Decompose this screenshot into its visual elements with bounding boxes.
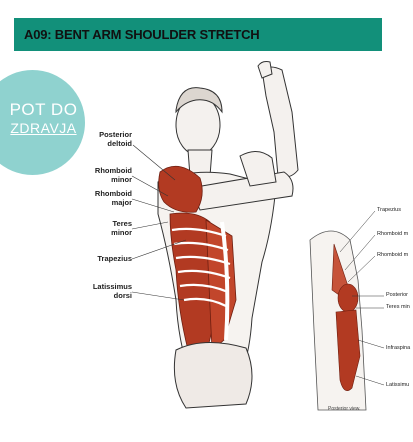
inset-label-rhomboid-minor: Rhomboid m — [377, 231, 409, 237]
inset-label-infraspinatus: Infraspina — [386, 345, 411, 351]
pelvis — [173, 341, 253, 409]
inset-illustration — [309, 210, 385, 411]
logo-badge: POT DO ZDRAVJA — [0, 70, 85, 175]
label-teres-minor: Teres minor — [111, 219, 132, 237]
crossed-arm — [189, 151, 294, 211]
leader-lines — [131, 144, 187, 301]
logo-text-line1: POT DO — [9, 100, 78, 119]
inset-label-posterior: Posterior — [386, 292, 409, 298]
label-posterior-deltoid: Posterior deltoid — [99, 130, 132, 148]
label-rhomboid-major: Rhomboid major — [94, 189, 132, 207]
inset-label-teres-minor: Teres min — [386, 304, 410, 310]
spine — [220, 221, 230, 341]
inset-label-trapezius: Trapezius — [377, 207, 401, 213]
title-banner: A09: BENT ARM SHOULDER STRETCH — [14, 18, 382, 51]
banner-title: A09: BENT ARM SHOULDER STRETCH — [24, 27, 260, 42]
logo-text-line2: ZDRAVJA — [10, 120, 77, 136]
inset-label-latissimus: Latissimu — [386, 382, 410, 388]
inset-caption: Posterior view. — [328, 406, 361, 412]
head — [175, 87, 223, 177]
label-latissimus-dorsi: Latissimus dorsi — [92, 282, 132, 300]
posterior-deltoid-muscle — [158, 165, 203, 213]
inset-label-rhomboid-major: Rhomboid m — [377, 252, 409, 258]
label-rhomboid-minor: Rhomboid minor — [94, 166, 132, 184]
label-trapezius: Trapezius — [97, 254, 132, 263]
